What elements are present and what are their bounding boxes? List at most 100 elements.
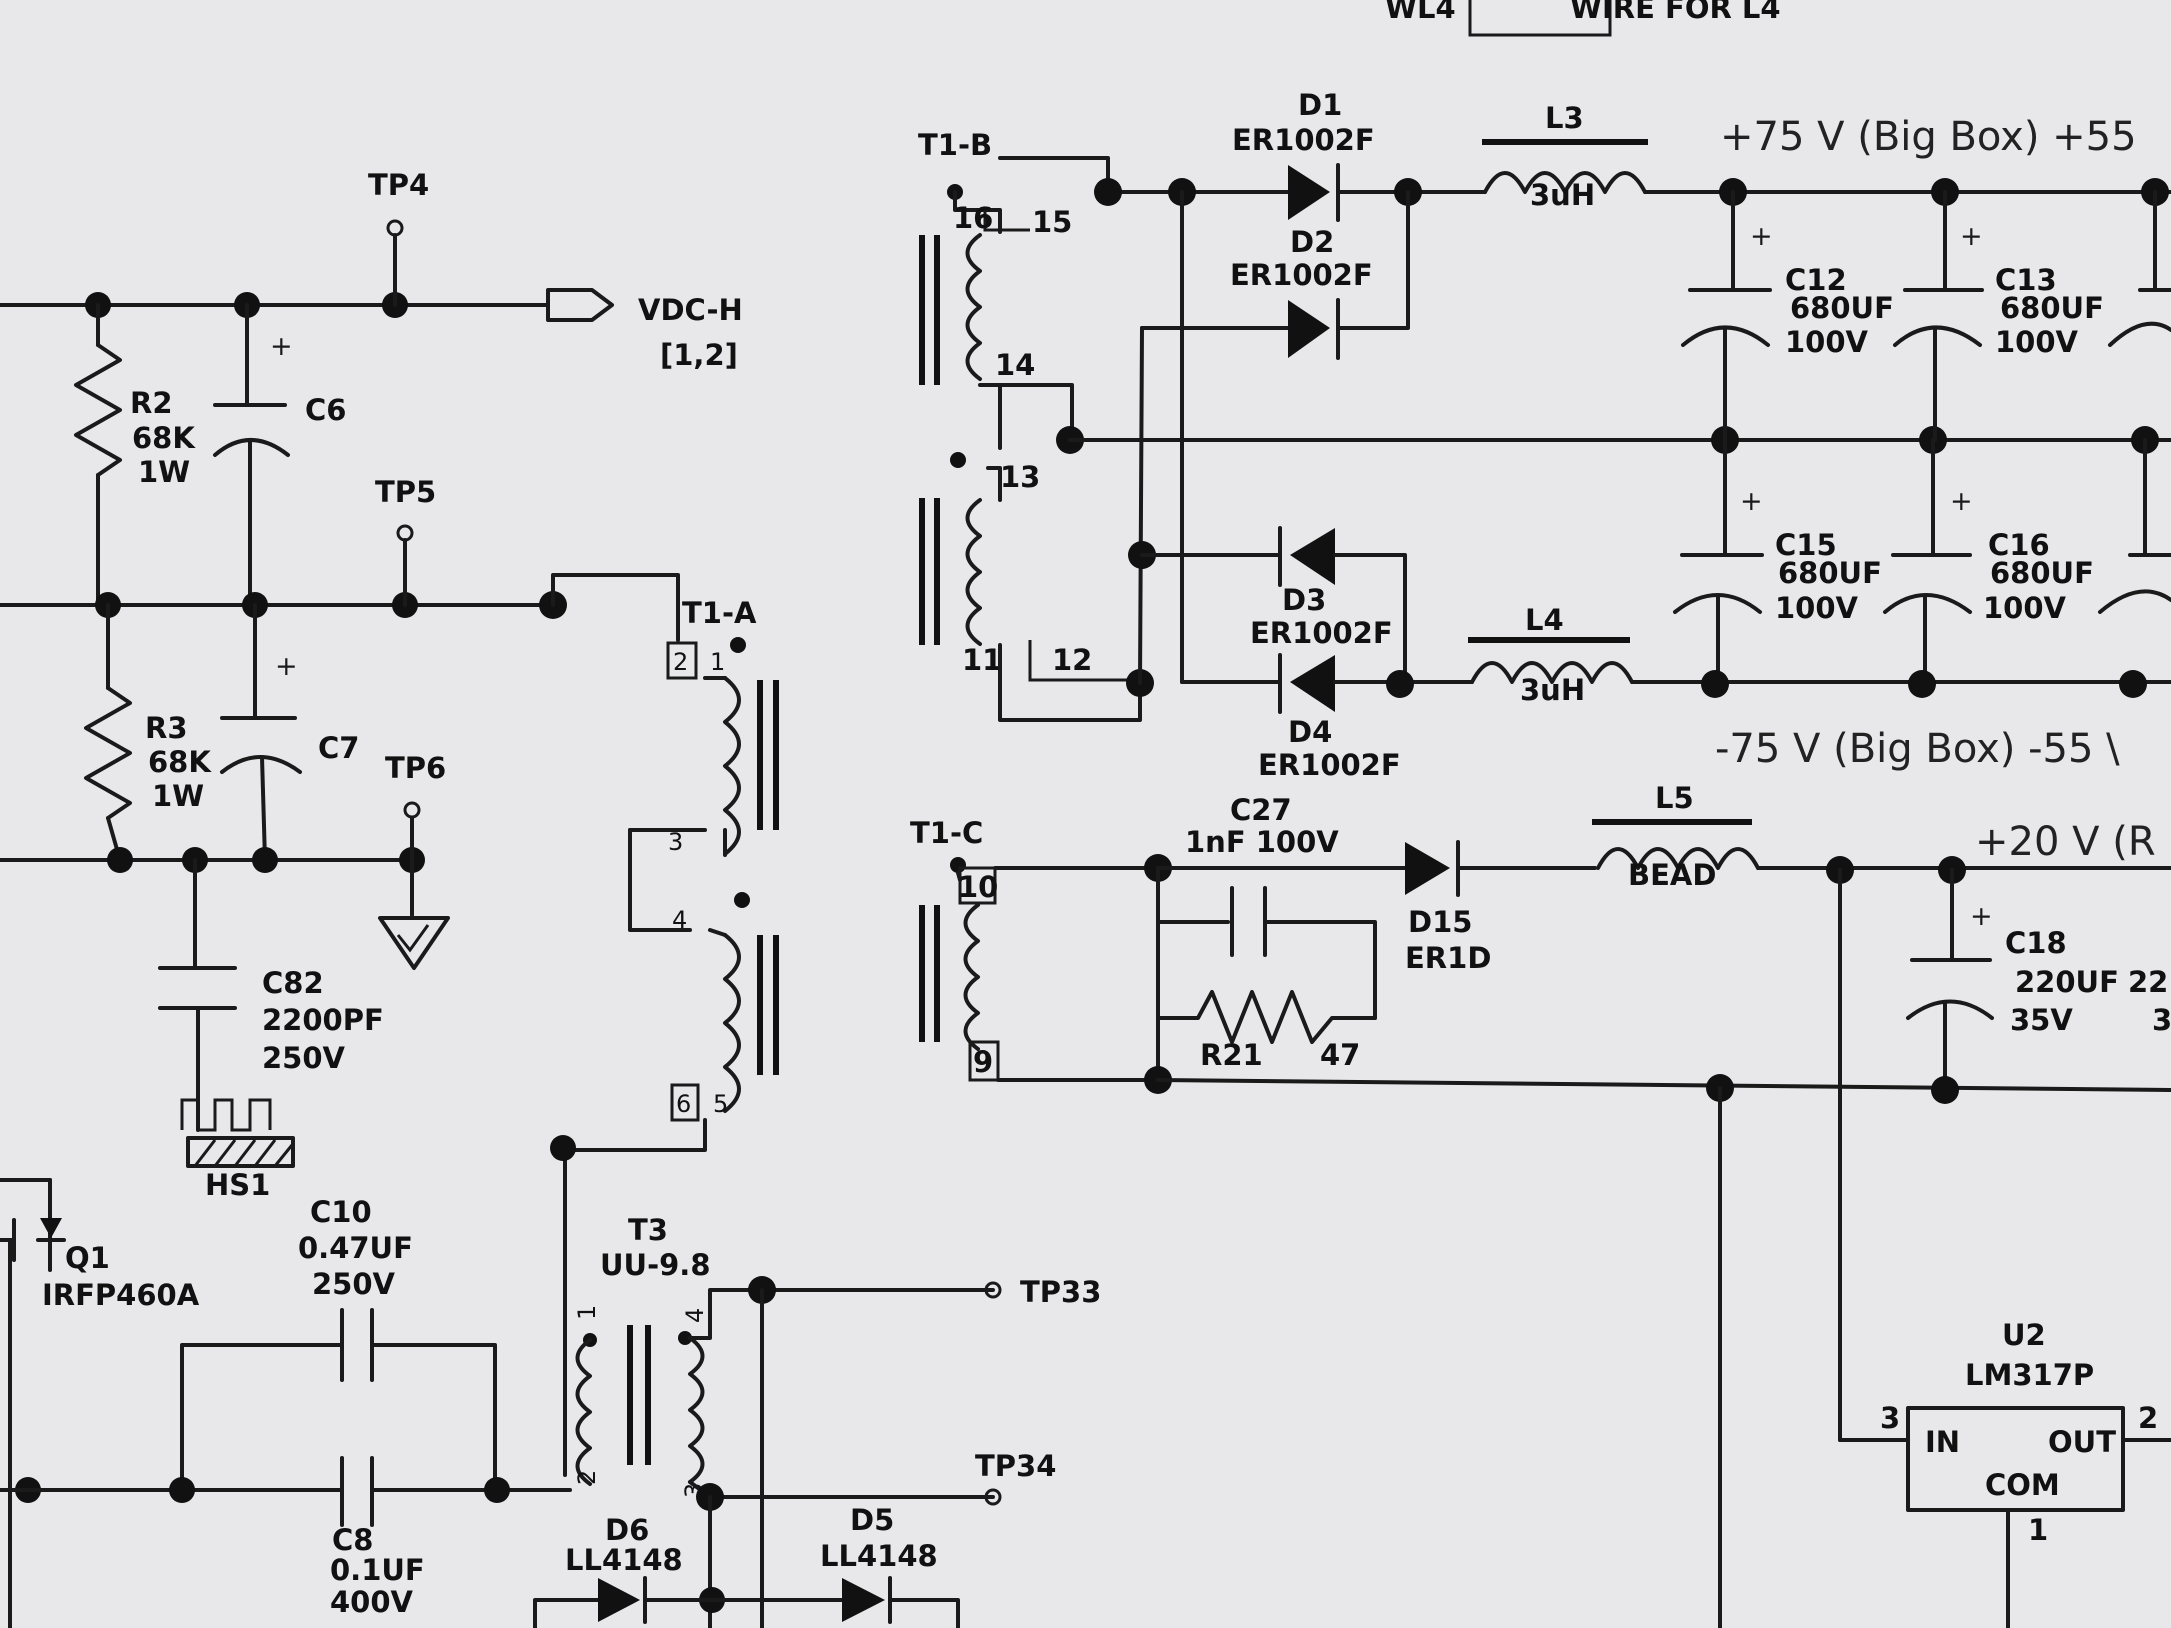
tp34-label: TP34 — [975, 1449, 1056, 1483]
t1b-pin16: 16 — [953, 201, 993, 235]
t1a-winding-1 — [723, 676, 741, 856]
c18b-voltage: 3 — [2152, 1003, 2171, 1037]
t1b-pin12: 12 — [1052, 643, 1092, 677]
c10-value: 0.47UF — [298, 1231, 413, 1265]
l4-inductor: L4 3uH — [1468, 603, 2171, 707]
c18-capacitor: + C18 220UF 35V 22 3 — [1906, 868, 2171, 1092]
c15-plus: + — [1740, 486, 1763, 517]
d15-diode: D15 ER1D — [1156, 840, 1597, 975]
l3-value: 3uH — [1530, 178, 1595, 212]
t1b-transformer: T1-B 16 15 14 13 11 12 — [918, 128, 1156, 722]
u2-out-label: OUT — [2048, 1425, 2116, 1459]
c12-voltage: 100V — [1785, 325, 1869, 359]
t3-pin1: 1 — [573, 1305, 601, 1320]
t1a-pin5: 5 — [713, 1090, 728, 1118]
c12-label: C12 — [1785, 263, 1847, 297]
c16-value: 680UF — [1990, 556, 2094, 590]
t1a-pin6: 6 — [676, 1090, 691, 1118]
d5-value: LL4148 — [820, 1539, 938, 1573]
c15-voltage: 100V — [1775, 591, 1859, 625]
d2-value: ER1002F — [1230, 258, 1373, 292]
c13-voltage: 100V — [1995, 325, 2079, 359]
c82-value: 2200PF — [262, 1003, 384, 1037]
d5-label: D5 — [850, 1503, 894, 1537]
d3-label: D3 — [1282, 583, 1326, 617]
d4-label: D4 — [1288, 715, 1332, 749]
t1c-pin10: 10 — [958, 870, 998, 904]
tp5-label: TP5 — [375, 475, 436, 509]
t1b-winding-1 — [965, 233, 982, 381]
d6-label: D6 — [605, 1513, 649, 1547]
header-block: WL4 WIRE FOR L4 — [1385, 0, 1781, 37]
c10-label: C10 — [310, 1195, 372, 1229]
t1b-winding-2 — [965, 498, 982, 646]
vdch-ref-label: [1,2] — [660, 338, 738, 372]
t3-transformer: T3 UU-9.8 1 2 4 3 TP33 TP34 D6 LL4148 D5… — [533, 1213, 1101, 1628]
c16-label: C16 — [1988, 528, 2050, 562]
c18-label: C18 — [2005, 926, 2067, 960]
r3-resistor — [84, 686, 132, 820]
c18b-value: 22 — [2128, 965, 2168, 999]
rail-pos20-label: +20 V (R — [1975, 819, 2156, 865]
l4-value: 3uH — [1520, 673, 1585, 707]
tp6-label: TP6 — [385, 751, 446, 785]
input-section: TP4 VDC-H [1,2] R2 68K 1W + C6 TP5 R3 — [0, 168, 743, 1628]
ground-symbol — [378, 916, 450, 970]
r21-label: R21 — [1200, 1038, 1263, 1072]
rectifier-bridge: D1 ER1002F D2 ER1002F D3 ER1002F D4 ER10… — [1094, 88, 1487, 782]
t1b-pin13: 13 — [1000, 460, 1040, 494]
q1-mosfet — [0, 1178, 66, 1272]
return-rail — [1156, 1078, 2171, 1092]
r2-resistor — [74, 343, 122, 477]
l4-label: L4 — [1525, 603, 1564, 637]
hs1-heatsink — [180, 1098, 295, 1168]
d1-label: D1 — [1298, 88, 1342, 122]
c8-voltage: 400V — [330, 1585, 414, 1619]
u2-in-label: IN — [1925, 1425, 1960, 1459]
u2-pin1: 1 — [2028, 1513, 2048, 1547]
c7-label: C7 — [318, 731, 359, 765]
d15-label: D15 — [1408, 905, 1472, 939]
hs1-label: HS1 — [205, 1168, 270, 1202]
u2-pin2: 2 — [2138, 1401, 2158, 1435]
t1c-transformer: T1-C 10 9 — [910, 816, 1160, 1082]
u2-label: U2 — [2002, 1318, 2046, 1352]
t1b-pin15: 15 — [1032, 205, 1072, 239]
t3-pin2: 2 — [573, 1470, 601, 1485]
d1-value: ER1002F — [1232, 123, 1375, 157]
c12-plus: + — [1750, 221, 1773, 252]
r21-value: 47 — [1320, 1038, 1360, 1072]
c18-plus: + — [1970, 901, 1993, 932]
q1-label: Q1 — [65, 1241, 110, 1275]
header-right-label: WIRE FOR L4 — [1570, 0, 1781, 25]
r3-label: R3 — [145, 711, 188, 745]
c82-voltage: 250V — [262, 1041, 346, 1075]
t3-value: UU-9.8 — [600, 1248, 711, 1282]
l5-label: L5 — [1655, 781, 1694, 815]
t1a-pin4: 4 — [672, 906, 687, 934]
t1b-pin14: 14 — [995, 348, 1035, 382]
c6-label: C6 — [305, 393, 346, 427]
t1a-label: T1-A — [682, 596, 757, 630]
d2-label: D2 — [1290, 225, 1334, 259]
c7-plus: + — [275, 651, 298, 682]
c8-value: 0.1UF — [330, 1553, 425, 1587]
u2-regulator: U2 LM317P IN OUT COM 3 2 1 — [1838, 868, 2171, 1628]
capacitor-bank-positive: + C12 680UF 100V + C13 680UF 100V — [1681, 190, 2171, 442]
c27-value: 1nF 100V — [1185, 825, 1339, 859]
c18-value: 220UF — [2015, 965, 2119, 999]
r2-watt: 1W — [138, 455, 190, 489]
t1b-label: T1-B — [918, 128, 992, 162]
q1-value: IRFP460A — [42, 1278, 200, 1312]
c16-voltage: 100V — [1983, 591, 2067, 625]
d3-value: ER1002F — [1250, 616, 1393, 650]
r2-label: R2 — [130, 386, 173, 420]
u2-value: LM317P — [1965, 1358, 2094, 1392]
t1a-pin1: 1 — [710, 648, 725, 676]
l3-label: L3 — [1545, 101, 1584, 135]
rail-pos75-label: +75 V (Big Box) +55 — [1720, 114, 2137, 160]
d4-value: ER1002F — [1258, 748, 1401, 782]
c10-voltage: 250V — [312, 1267, 396, 1301]
